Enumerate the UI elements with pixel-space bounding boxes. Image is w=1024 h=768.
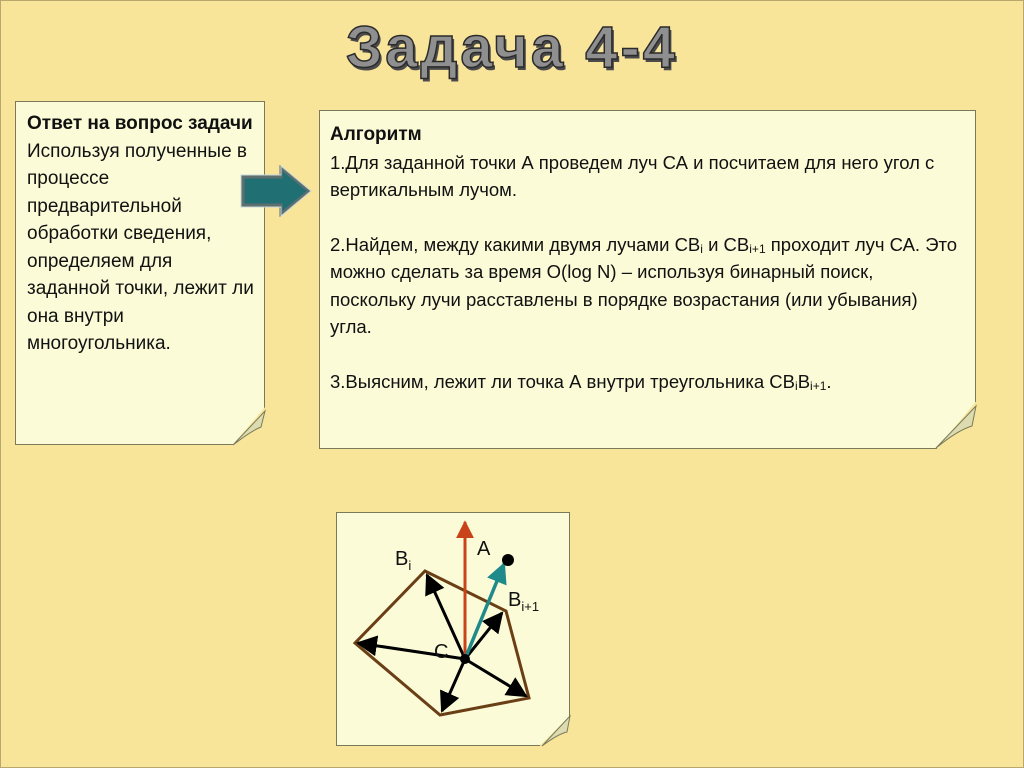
- algorithm-step-1: 1.Для заданной точки А проведем луч СА и…: [330, 151, 935, 201]
- step2-sub-i1: i+1: [749, 241, 766, 256]
- step2-part-a: 2.Найдем, между какими двумя лучами СВ: [330, 233, 701, 255]
- step2-sub-i: i: [700, 241, 703, 256]
- slide-title: Задача 4-4: [345, 14, 679, 81]
- algorithm-note-curl-icon: [935, 404, 977, 449]
- answer-note-body: Используя полученные в процессе предвари…: [27, 140, 254, 355]
- label-c: C: [434, 641, 448, 663]
- answer-note: Ответ на вопрос задачи Используя получен…: [15, 101, 265, 445]
- ray-c-a: [463, 562, 507, 660]
- answer-note-curl-icon: [232, 409, 266, 446]
- answer-note-heading: Ответ на вопрос задачи: [27, 113, 253, 134]
- ray-c-bottom: [440, 658, 467, 713]
- ray-c-left: [355, 635, 466, 661]
- point-c: [460, 654, 470, 664]
- point-a: [502, 554, 514, 566]
- step2-part-c: проходит луч СА. Это можно сделать за вр…: [330, 233, 958, 338]
- label-bi1: Bi+1: [508, 589, 539, 614]
- algorithm-step-3: 3.Выясним, лежит ли точка А внутри треуг…: [330, 368, 963, 396]
- right-arrow-icon: [240, 164, 312, 218]
- step3-part-a: 3.Выясним, лежит ли точка А внутри треуг…: [330, 370, 796, 392]
- ray-c-right: [464, 657, 528, 698]
- algorithm-text: Алгоритм 1.Для заданной точки А проведем…: [330, 121, 963, 395]
- algorithm-step-2: 2.Найдем, между какими двумя лучами СВi …: [330, 231, 963, 341]
- ray-c-bi1: [463, 611, 504, 660]
- answer-note-text: Ответ на вопрос задачи Используя получен…: [27, 110, 254, 358]
- label-bi: Bi: [395, 548, 411, 573]
- step3-part-c: .: [826, 370, 832, 392]
- ray-c-bi: [425, 573, 467, 660]
- label-a: A: [477, 538, 491, 560]
- algorithm-note: Алгоритм 1.Для заданной точки А проведем…: [319, 110, 976, 449]
- step3-part-b: В: [797, 370, 811, 392]
- algorithm-heading: Алгоритм: [330, 124, 422, 145]
- step3-sub-i: i: [795, 378, 798, 393]
- polygon-diagram: Bi A Bi+1 C: [352, 520, 539, 717]
- convex-polygon: [352, 569, 531, 717]
- diagram-note-curl-icon: [541, 714, 571, 747]
- step3-sub-i1: i+1: [810, 378, 827, 393]
- step2-part-b: и СВ: [702, 233, 750, 255]
